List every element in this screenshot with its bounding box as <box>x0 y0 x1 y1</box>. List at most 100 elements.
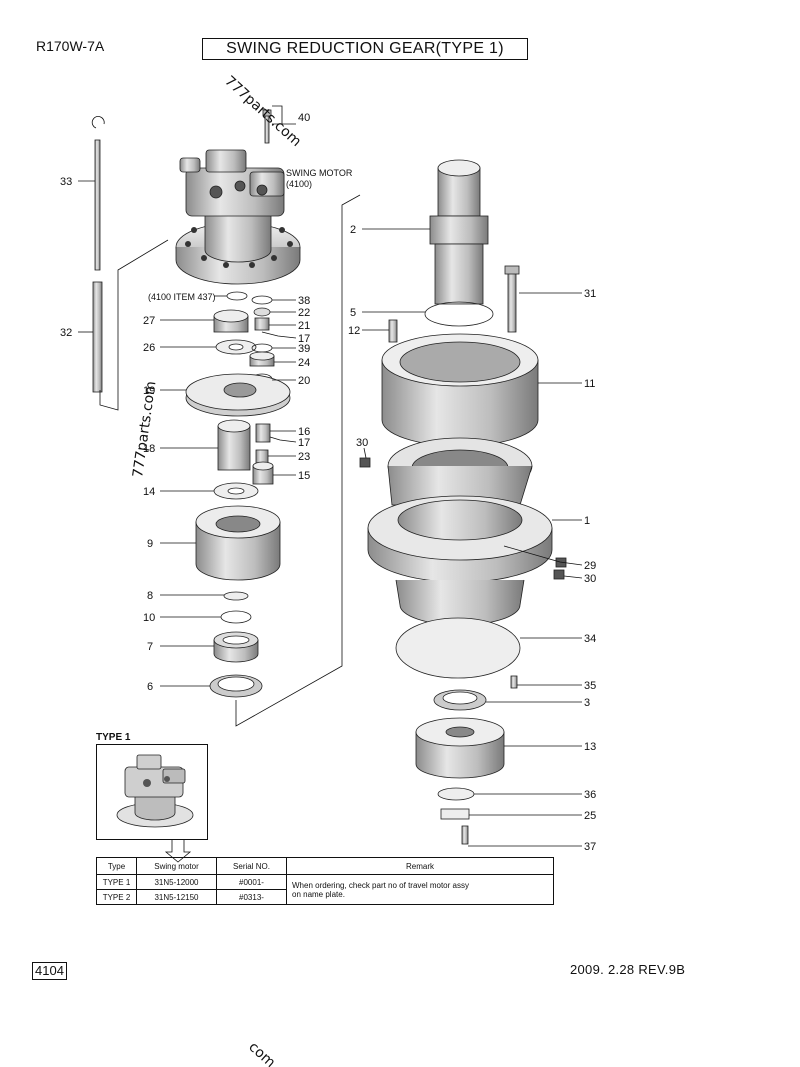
snap-ring-38 <box>251 295 273 305</box>
watermark: 777parts.com <box>221 73 304 150</box>
housing-1 <box>367 437 553 626</box>
part-label: 20 <box>298 375 310 387</box>
bearing-7 <box>213 631 259 663</box>
pipe-32 <box>92 281 103 393</box>
type-cell: TYPE 2 <box>96 889 137 905</box>
washer-26 <box>215 339 257 355</box>
bearing-21 <box>254 317 270 331</box>
table-header: Swing motor <box>136 857 217 875</box>
bearing-5 <box>424 301 494 327</box>
part-label: 30 <box>356 437 368 449</box>
part-label: 17 <box>298 437 310 449</box>
type-cell: TYPE 1 <box>96 874 137 890</box>
part-label: 23 <box>298 451 310 463</box>
part-label: 40 <box>298 112 310 124</box>
part-label: 34 <box>584 633 596 645</box>
gear-24 <box>249 351 275 367</box>
model-number: R170W-7A <box>36 38 105 54</box>
table-header-row: Type Swing motor Serial NO. Remark <box>96 857 554 875</box>
swing-motor-label-line2: (4100) <box>286 179 312 189</box>
part-labels: 40 33 32 2 31 5 12 11 38 22 21 17 27 26 … <box>60 112 596 853</box>
part-label: 21 <box>298 320 310 332</box>
part-label: 36 <box>584 789 596 801</box>
part-label: 8 <box>147 590 153 602</box>
page-number: 4104 <box>32 962 67 980</box>
part-label: 27 <box>143 315 155 327</box>
table-header: Serial NO. <box>216 857 287 875</box>
carrier-9 <box>195 505 281 581</box>
part-label: 10 <box>143 612 155 624</box>
gear-15 <box>252 461 274 485</box>
frame-line-right <box>235 194 361 727</box>
part-label: 1 <box>584 515 590 527</box>
plug-30-top <box>359 457 371 468</box>
bolt-40 <box>262 109 272 144</box>
ring-gear-11 <box>381 333 539 447</box>
dipstick-33 <box>91 116 105 271</box>
table-header: Type <box>96 857 137 875</box>
part-label: 16 <box>298 426 310 438</box>
sun-gear-16 <box>255 423 271 443</box>
carrier-19 <box>185 373 291 417</box>
plug-30-bottom <box>553 569 565 580</box>
cover-34 <box>395 617 521 679</box>
part-label: 39 <box>298 343 310 355</box>
motor-table: Type Swing motor Serial NO. Remark TYPE … <box>96 857 554 905</box>
washer-14 <box>213 482 259 500</box>
motor-cell: 31N5-12000 <box>136 874 217 890</box>
part-label: 15 <box>298 470 310 482</box>
pin-12 <box>388 319 398 343</box>
motor-cell: 31N5-12150 <box>136 889 217 905</box>
leader-40 <box>272 105 296 125</box>
part-label: 37 <box>584 841 596 853</box>
part-label: 24 <box>298 357 310 369</box>
part-label: 9 <box>147 538 153 550</box>
part-label: 32 <box>60 327 72 339</box>
part-label: 19 <box>143 385 155 397</box>
part-label: 5 <box>350 307 356 319</box>
part-label: 6 <box>147 681 153 693</box>
table-header: Remark <box>286 857 554 875</box>
part-label: 12 <box>348 325 360 337</box>
table-row: TYPE 2 31N5-12150 #0313- <box>96 889 554 905</box>
ref-ring-437 <box>226 291 248 301</box>
serial-cell: #0001- <box>216 874 287 890</box>
swing-motor <box>175 149 301 285</box>
watermark: 777parts.com <box>130 380 159 478</box>
part-label: 38 <box>298 295 310 307</box>
pinion-13 <box>415 717 505 779</box>
plate-8 <box>223 591 249 601</box>
part-label: 3 <box>584 697 590 709</box>
plate-36 <box>437 787 475 801</box>
bolt-35 <box>510 675 518 689</box>
bolt-37 <box>461 825 469 845</box>
snap-ring-10 <box>220 610 252 624</box>
serial-cell: #0313- <box>216 889 287 905</box>
frame-line-left <box>99 239 169 411</box>
part-label: 30 <box>584 573 596 585</box>
shaft-2 <box>429 159 489 305</box>
page-title: SWING REDUCTION GEAR(TYPE 1) <box>202 38 528 60</box>
type-inset-box <box>96 744 208 840</box>
part-label: 26 <box>143 342 155 354</box>
part-label: 22 <box>298 307 310 319</box>
seal-3 <box>433 689 487 711</box>
remark-line1: When ordering, check part no of travel m… <box>292 880 469 890</box>
part-label: 11 <box>584 378 595 390</box>
part-label: 33 <box>60 176 72 188</box>
leader-lines <box>160 228 583 847</box>
lock-plate-25 <box>440 808 470 820</box>
gear-27 <box>213 309 249 333</box>
part-label: 18 <box>143 443 155 455</box>
seal-6 <box>209 674 263 698</box>
part-label: 35 <box>584 680 596 692</box>
revision-date: 2009. 2.28 REV.9B <box>570 962 686 977</box>
planet-gear-18 <box>217 419 251 471</box>
part-label: 13 <box>584 741 596 753</box>
part-label: 31 <box>584 288 596 300</box>
washer-22 <box>253 307 271 317</box>
ref-note: (4100 ITEM 437) <box>148 292 216 302</box>
part-label: 17 <box>298 333 310 345</box>
bolt-31 <box>504 265 520 333</box>
